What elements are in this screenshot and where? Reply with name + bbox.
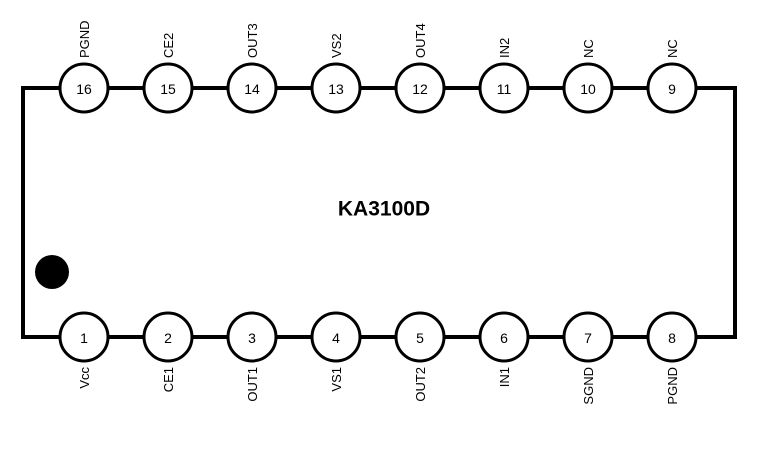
pin-number-9: 9 [668,81,676,97]
pin-1-indicator-dot [35,255,69,289]
part-number-label: KA3100D [338,198,430,221]
pin-circle-1[interactable] [58,311,110,363]
pin-circle-12[interactable] [394,62,446,114]
pin-circle-6[interactable] [478,311,530,363]
pin-9[interactable]: 9 NC [646,39,698,114]
pin-number-11: 11 [497,81,512,97]
pin-label-12: OUT4 [413,23,428,58]
pin-label-5: OUT2 [413,367,428,402]
pin-number-15: 15 [160,81,176,97]
pin-circle-4[interactable] [310,311,362,363]
pin-label-6: IN1 [497,367,512,387]
pin-label-7: SGND [581,367,596,405]
pin-circle-16[interactable] [58,62,110,114]
pin-label-14: OUT3 [245,23,260,58]
pin-label-9: NC [665,39,680,58]
pin-16[interactable]: 16 PGND [58,20,110,114]
pin-number-3: 3 [248,330,256,346]
pin-label-1: Vcc [77,367,92,389]
pin-circle-3[interactable] [226,311,278,363]
pin-label-4: VS1 [329,367,344,392]
pin-number-8: 8 [668,330,676,346]
top-pin-row: 16 PGND 15 CE2 14 OUT3 13 VS2 12 OUT4 11 IN2 10 NC 9 NC [58,20,698,114]
pin-circle-5[interactable] [394,311,446,363]
pin-11[interactable]: 11 IN2 [478,38,530,114]
pin-label-13: VS2 [329,33,344,58]
pin-number-7: 7 [584,330,592,346]
pin-circle-9[interactable] [646,62,698,114]
pin-label-8: PGND [665,367,680,405]
pin-circle-11[interactable] [478,62,530,114]
package-body-outline [21,86,737,339]
pin-label-2: CE1 [161,367,176,392]
pin-number-12: 12 [412,81,428,97]
pin-number-6: 6 [500,330,508,346]
pin-circle-13[interactable] [310,62,362,114]
pin-circle-10[interactable] [562,62,614,114]
pin-label-11: IN2 [497,38,512,58]
pin-14[interactable]: 14 OUT3 [226,23,278,114]
pin-leads-layer [23,86,735,339]
pin-circle-2[interactable] [142,311,194,363]
pin-number-2: 2 [164,330,172,346]
package-body-group [21,86,737,339]
pin-label-16: PGND [77,20,92,58]
pin-number-5: 5 [416,330,424,346]
pin-circle-8[interactable] [646,311,698,363]
pin-circle-7[interactable] [562,311,614,363]
pin-circle-14[interactable] [226,62,278,114]
pin-13[interactable]: 13 VS2 [310,33,362,114]
pin-number-4: 4 [332,330,340,346]
pin-label-15: CE2 [161,33,176,58]
pin-number-1: 1 [80,330,88,346]
pin-label-3: OUT1 [245,367,260,402]
pin-label-10: NC [581,39,596,58]
pin-circle-15[interactable] [142,62,194,114]
pin-12[interactable]: 12 OUT4 [394,23,446,114]
pin-15[interactable]: 15 CE2 [142,33,194,114]
pin-number-13: 13 [328,81,344,97]
pin-10[interactable]: 10 NC [562,39,614,114]
pin-number-14: 14 [244,81,260,97]
pin-number-10: 10 [580,81,596,97]
pin-number-16: 16 [76,81,92,97]
